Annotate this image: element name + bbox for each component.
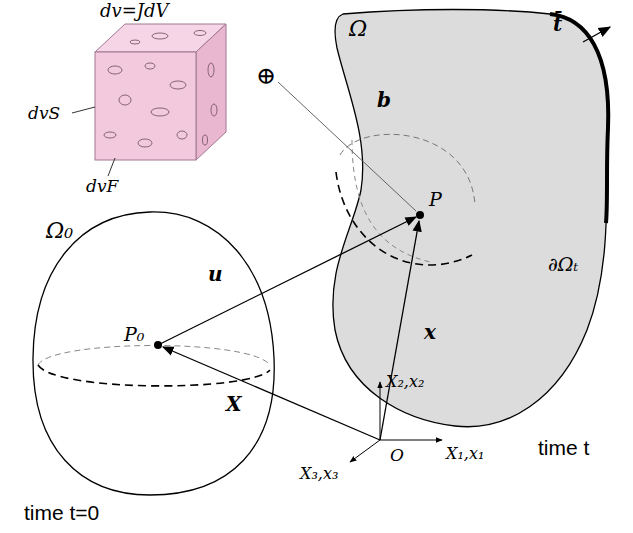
solid-volume-label: dvS <box>28 105 60 122</box>
displacement-label: u <box>208 264 223 284</box>
current-configuration: ΩbP <box>325 8 610 433</box>
reference-configuration: Ω₀ P₀ <box>30 208 278 498</box>
axis-label: X₁,x₁ <box>446 446 484 462</box>
material-point-symbol: ⊕ <box>256 64 276 88</box>
time-label: time t <box>538 437 589 458</box>
point-label: P <box>429 190 442 209</box>
time-label: time t=0 <box>24 502 99 523</box>
traction-label: t̄ <box>553 14 562 34</box>
reference-position-label: X <box>226 394 242 414</box>
axis-label: X₃,x₃ <box>300 466 338 482</box>
body-force-label: b <box>377 90 391 110</box>
volume-label: dv=JdV <box>100 2 169 20</box>
fluid-volume-label: dvF <box>86 178 118 195</box>
point-label: P₀ <box>124 325 144 344</box>
position-label: x <box>424 322 436 342</box>
current-body-outline <box>325 8 610 433</box>
region-label: Ω₀ <box>46 220 73 242</box>
origin-label: O <box>390 447 404 464</box>
boundary-label: ∂Ωₜ <box>548 255 578 274</box>
reference-body-outline <box>30 208 278 498</box>
region-label: Ω <box>349 18 367 40</box>
axis-label: X₂,x₂ <box>386 374 424 390</box>
